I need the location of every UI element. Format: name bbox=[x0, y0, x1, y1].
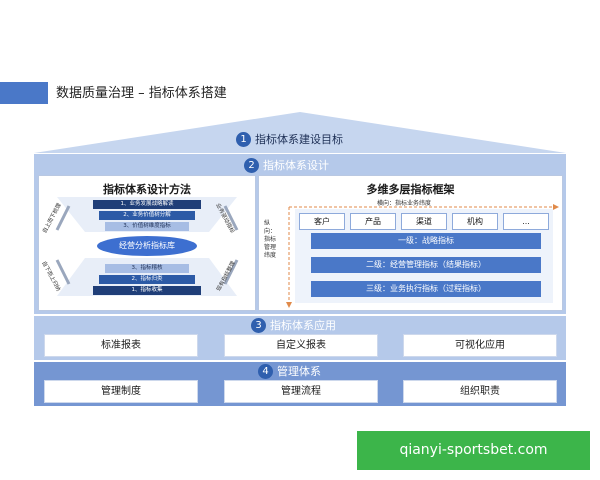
section-1-label: 指标体系建设目标 bbox=[255, 133, 343, 146]
method-top-row-2: 2、业务价值树分解 bbox=[99, 211, 195, 220]
page-title: 数据质量治理 – 指标体系搭建 bbox=[56, 86, 227, 101]
section-4-badge: 4 bbox=[258, 363, 273, 379]
dimension-organization: 机构 bbox=[452, 213, 498, 230]
section-1-heading: 1 指标体系建设目标 bbox=[236, 131, 343, 147]
dimension-customer: 客户 bbox=[299, 213, 345, 230]
section-4-heading: 4 管理体系 bbox=[258, 363, 321, 379]
vertical-dimension-label: 纵向：指标管理纬度 bbox=[264, 220, 277, 259]
dimension-channel: 渠道 bbox=[401, 213, 447, 230]
site-watermark: qianyi-sportsbet.com bbox=[357, 431, 590, 470]
dimension-product: 产品 bbox=[350, 213, 396, 230]
mgmt-process: 管理流程 bbox=[224, 380, 378, 403]
framework-title: 多维多层指标框架 bbox=[366, 183, 455, 196]
mgmt-responsibility: 组织职责 bbox=[403, 380, 557, 403]
section-1-badge: 1 bbox=[236, 131, 251, 147]
method-bottom-row-3: 1、指标收集 bbox=[93, 286, 201, 295]
app-visualization: 可视化应用 bbox=[403, 334, 557, 357]
method-top-row-3: 3、价值树维度指标 bbox=[105, 222, 189, 231]
section-3-heading: 3 指标体系应用 bbox=[251, 317, 336, 333]
mgmt-system: 管理制度 bbox=[44, 380, 198, 403]
horizontal-dimension-label: 横向：指标业务纬度 bbox=[377, 200, 432, 207]
level-1-strategic: 一级：战略指标 bbox=[311, 233, 541, 249]
level-3-execution: 三级：业务执行指标（过程指标） bbox=[311, 281, 541, 297]
section-2-heading: 2 指标体系设计 bbox=[244, 157, 329, 173]
level-2-management: 二级：经营管理指标（结果指标） bbox=[311, 257, 541, 273]
dimension-more: ... bbox=[503, 213, 549, 230]
method-top-row-1: 1、业务发展战略解读 bbox=[93, 200, 201, 209]
indicator-library-core: 经营分析指标库 bbox=[97, 236, 197, 256]
app-standard-report: 标准报表 bbox=[44, 334, 198, 357]
section-2-badge: 2 bbox=[244, 157, 259, 173]
roof-shape bbox=[34, 112, 566, 153]
section-4-label: 管理体系 bbox=[277, 365, 321, 378]
section-2-label: 指标体系设计 bbox=[263, 159, 329, 172]
method-bottom-row-1: 3、指标稽核 bbox=[105, 264, 189, 273]
framework-axes bbox=[286, 204, 559, 308]
section-3-badge: 3 bbox=[251, 317, 266, 333]
method-title: 指标体系设计方法 bbox=[103, 183, 191, 196]
section-3-label: 指标体系应用 bbox=[270, 319, 336, 332]
method-bottom-row-2: 2、指标归类 bbox=[99, 275, 195, 284]
framework-panel: 多维多层指标框架 横向：指标业务纬度 纵向：指标管理纬度 客户 产品 渠道 机构… bbox=[258, 175, 563, 311]
app-custom-report: 自定义报表 bbox=[224, 334, 378, 357]
header-accent-bar bbox=[0, 82, 48, 104]
method-panel: 指标体系设计方法 1、业务发展战略解读 2、业务价值树分解 3、价值树维度指标 … bbox=[38, 175, 256, 311]
